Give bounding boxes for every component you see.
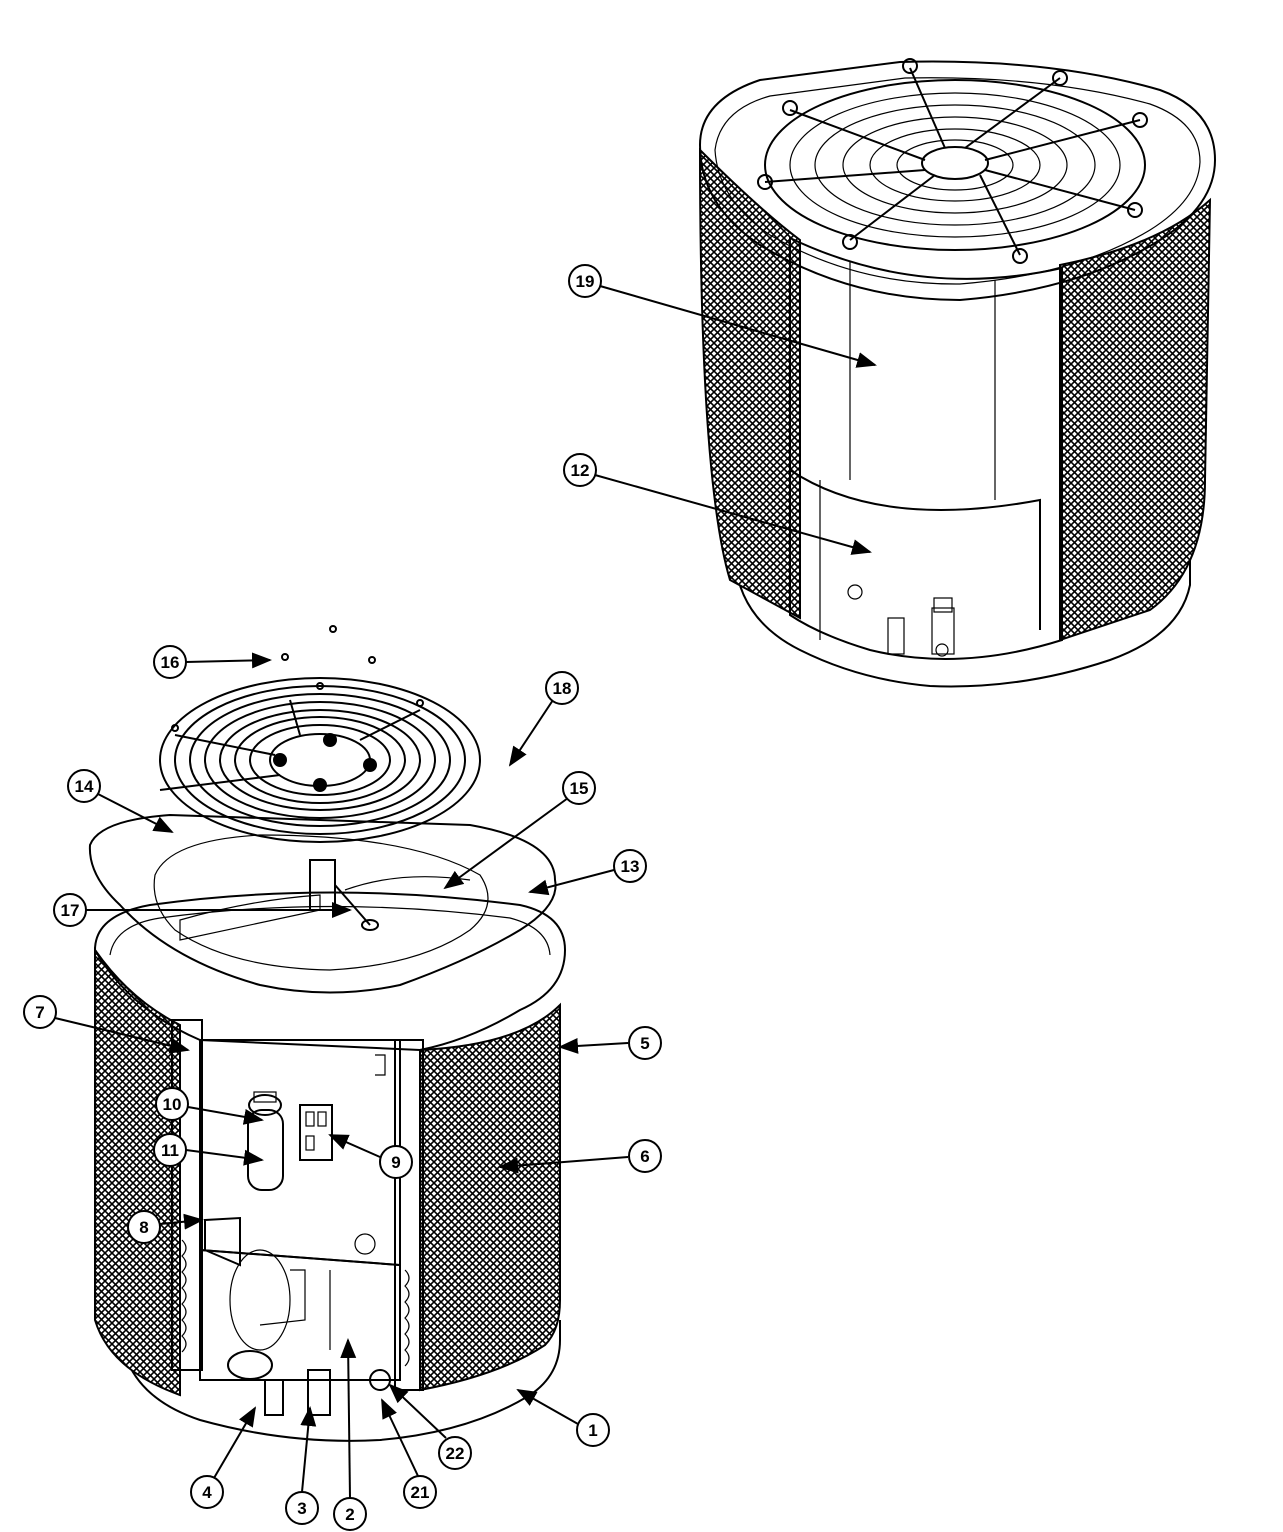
callout-label-8: 8 bbox=[139, 1218, 148, 1237]
assembled-access-hole bbox=[847, 584, 863, 600]
contactor bbox=[299, 1104, 333, 1161]
callout-13: 13 bbox=[613, 849, 647, 883]
leader-9 bbox=[328, 1134, 381, 1158]
callout-label-11: 10 bbox=[163, 1095, 182, 1114]
left-coil-mesh bbox=[94, 946, 181, 1397]
callout-21: 21 bbox=[403, 1475, 437, 1509]
top-panel-opening bbox=[153, 834, 489, 971]
callout-6: 6 bbox=[628, 1139, 662, 1173]
compressor bbox=[229, 1249, 291, 1351]
callout-4: 4 bbox=[190, 1475, 224, 1509]
callout-label-5: 5 bbox=[640, 1034, 649, 1053]
assembled-service-valves bbox=[887, 597, 955, 657]
leader-6 bbox=[498, 1156, 629, 1174]
coil-top-rim bbox=[93, 891, 567, 1052]
fan-guard bbox=[159, 677, 481, 843]
refrigerant-line bbox=[259, 1269, 306, 1326]
callout-label-13: 13 bbox=[621, 857, 640, 876]
exploded-service-valves bbox=[264, 1369, 391, 1416]
leader-7 bbox=[54, 1017, 190, 1054]
leader-3 bbox=[300, 1406, 317, 1493]
control-panel-notch bbox=[375, 1054, 386, 1076]
assembled-fan-grille bbox=[757, 58, 1148, 264]
assembled-front-panel bbox=[789, 236, 1063, 660]
callout-11: 10 bbox=[155, 1087, 189, 1121]
callout-19: 19 bbox=[568, 264, 602, 298]
fan-guard-screws bbox=[171, 625, 424, 732]
leader-21 bbox=[381, 1398, 419, 1477]
callout-label-14: 14 bbox=[75, 777, 94, 796]
coil-hairpins bbox=[181, 1239, 410, 1367]
mounting-bracket bbox=[204, 1216, 241, 1267]
callout-5: 5 bbox=[628, 1026, 662, 1060]
callouts: 19 12 16 18 14 15 bbox=[23, 264, 877, 1531]
callout-label-10: 11 bbox=[161, 1141, 179, 1160]
callout-14: 14 bbox=[67, 769, 101, 803]
leader-1 bbox=[516, 1389, 579, 1425]
leader-11 bbox=[187, 1106, 264, 1125]
assembled-right-coil-mesh bbox=[1059, 197, 1212, 642]
top-panel bbox=[88, 813, 557, 994]
callout-9: 9 bbox=[379, 1145, 413, 1179]
leader-22 bbox=[388, 1383, 447, 1439]
callout-label-3: 3 bbox=[297, 1499, 306, 1518]
right-coil-mesh bbox=[419, 1002, 561, 1392]
callout-12: 12 bbox=[563, 453, 597, 487]
assembled-top-cover bbox=[698, 60, 1217, 302]
callout-label-6: 6 bbox=[640, 1147, 649, 1166]
callout-label-1: 1 bbox=[588, 1421, 597, 1440]
callout-7: 7 bbox=[23, 995, 57, 1029]
coil-top-rim-inner bbox=[109, 905, 551, 956]
compressor-compartment bbox=[199, 1248, 401, 1381]
callout-label-4: 4 bbox=[202, 1483, 212, 1502]
callout-16: 16 bbox=[153, 645, 187, 679]
base-pan bbox=[119, 1320, 561, 1442]
leader-18 bbox=[508, 699, 554, 767]
leader-13 bbox=[528, 869, 615, 896]
callout-1: 1 bbox=[576, 1413, 610, 1447]
callout-label-15: 15 bbox=[570, 779, 589, 798]
callout-17: 17 bbox=[53, 893, 87, 927]
assembled-left-coil-mesh bbox=[698, 147, 801, 620]
leader-15 bbox=[443, 797, 569, 890]
left-corner-post bbox=[171, 1019, 203, 1371]
callout-label-7: 7 bbox=[35, 1003, 44, 1022]
callout-label-9: 9 bbox=[391, 1153, 400, 1172]
fan-motor-and-blade bbox=[179, 859, 471, 941]
assembled-condenser-unit bbox=[698, 58, 1217, 688]
assembled-base bbox=[734, 559, 1191, 688]
leader-14 bbox=[97, 793, 174, 833]
callout-label-18: 18 bbox=[553, 679, 572, 698]
callout-label-22: 22 bbox=[446, 1444, 465, 1463]
right-corner-post bbox=[394, 1039, 424, 1391]
callout-10: 11 bbox=[153, 1133, 187, 1167]
line-filter bbox=[227, 1350, 273, 1380]
leader-4 bbox=[213, 1406, 257, 1479]
capacitor bbox=[247, 1091, 284, 1191]
callout-15: 15 bbox=[562, 771, 596, 805]
assembled-top-cover-inner bbox=[714, 77, 1201, 285]
callout-8: 8 bbox=[127, 1210, 161, 1244]
callout-22: 22 bbox=[438, 1436, 472, 1470]
exploded-condenser-unit bbox=[88, 625, 567, 1442]
callout-label-2: 2 bbox=[345, 1505, 354, 1524]
leader-8 bbox=[159, 1213, 204, 1230]
leader-2 bbox=[340, 1338, 357, 1499]
leader-5 bbox=[558, 1037, 629, 1054]
control-panel-hole bbox=[354, 1233, 376, 1255]
leader-19 bbox=[599, 285, 877, 368]
callout-label-16: 16 bbox=[161, 653, 180, 672]
leader-10 bbox=[185, 1149, 264, 1166]
leader-12 bbox=[594, 474, 872, 555]
callout-label-12: 12 bbox=[571, 461, 590, 480]
callout-label-21: 21 bbox=[411, 1483, 430, 1502]
callout-3: 3 bbox=[285, 1491, 319, 1525]
leader-16 bbox=[185, 652, 272, 669]
callout-label-19: 19 bbox=[576, 272, 595, 291]
callout-18: 18 bbox=[545, 671, 579, 705]
assembled-service-panel-edge bbox=[789, 469, 1041, 630]
callout-2: 2 bbox=[333, 1497, 367, 1531]
callout-label-17: 17 bbox=[61, 901, 80, 920]
